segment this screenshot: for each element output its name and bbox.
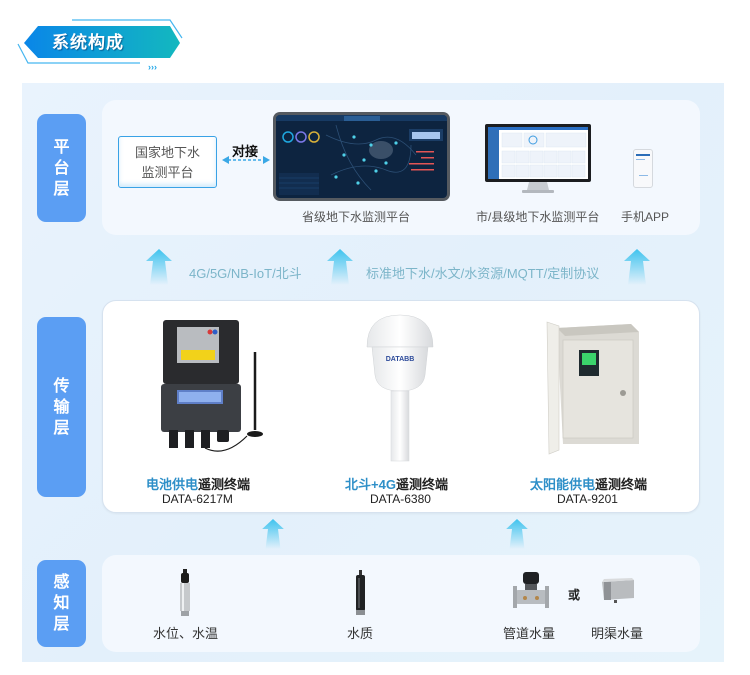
up-arrow-icon xyxy=(506,519,528,549)
city-platform-label: 市/县级地下水监测平台 xyxy=(476,210,600,224)
layer-tag-platform: 平 台 层 xyxy=(37,114,86,222)
device-3-title: 太阳能供电遥测终端 xyxy=(530,477,648,492)
sensing-layer-card xyxy=(102,555,700,652)
device-2-model: DATA-6380 xyxy=(370,492,431,506)
network-protocols-label: 4G/5G/NB-IoT/北斗 xyxy=(189,266,302,281)
sensor-label-open-channel-flow: 明渠水量 xyxy=(591,626,644,641)
water-level-sensor-icon xyxy=(180,569,190,616)
beidou-4g-rtu-device-icon: DATABB xyxy=(366,314,434,462)
water-quality-sensor-icon xyxy=(356,570,365,615)
chevrons-icon: ››› xyxy=(148,62,157,72)
layer-tag-transport: 传 输 层 xyxy=(37,317,86,497)
up-arrow-icon xyxy=(624,249,650,285)
hexagon-badge-icon xyxy=(17,19,183,64)
dock-label: 对接 xyxy=(232,144,259,159)
layer-tag-sensing: 感 知 层 xyxy=(37,560,86,647)
sensor-label-water-level: 水位、水温 xyxy=(153,626,219,641)
solar-rtu-cabinet-icon xyxy=(546,321,639,455)
sensor-label-pipe-flow: 管道水量 xyxy=(503,626,556,641)
device-1-model: DATA-6217M xyxy=(162,492,233,506)
dashboard-map-icon xyxy=(276,115,447,195)
or-label: 或 xyxy=(568,588,581,602)
provincial-platform-label: 省级地下水监测平台 xyxy=(302,210,411,224)
open-channel-flowmeter-icon xyxy=(602,578,634,603)
up-arrow-icon xyxy=(327,249,353,285)
battery-rtu-device-icon xyxy=(161,320,263,452)
device-1-title: 电池供电遥测终端 xyxy=(146,477,251,492)
bidirectional-arrow-icon xyxy=(222,156,270,164)
standard-protocols-label: 标准地下水/水文/水资源/MQTT/定制协议 xyxy=(366,266,600,281)
svg-text:DATABB: DATABB xyxy=(386,356,415,363)
device-2-title: 北斗+4G遥测终端 xyxy=(345,477,448,492)
national-platform-box: 国家地下水 监测平台 xyxy=(118,136,217,188)
pipe-flowmeter-icon xyxy=(513,572,549,608)
mobile-phone-icon xyxy=(633,149,653,188)
up-arrow-icon xyxy=(262,519,284,549)
mobile-app-label: 手机APP xyxy=(621,210,670,224)
section-title: 系统构成 xyxy=(52,33,124,52)
city-platform-monitor-icon xyxy=(485,124,591,193)
sensor-label-water-quality: 水质 xyxy=(347,626,374,641)
provincial-platform-screen xyxy=(273,112,450,201)
section-title-badge: 系统构成 ››› xyxy=(10,18,185,74)
up-arrow-icon xyxy=(146,249,172,285)
device-3-model: DATA-9201 xyxy=(557,492,618,506)
